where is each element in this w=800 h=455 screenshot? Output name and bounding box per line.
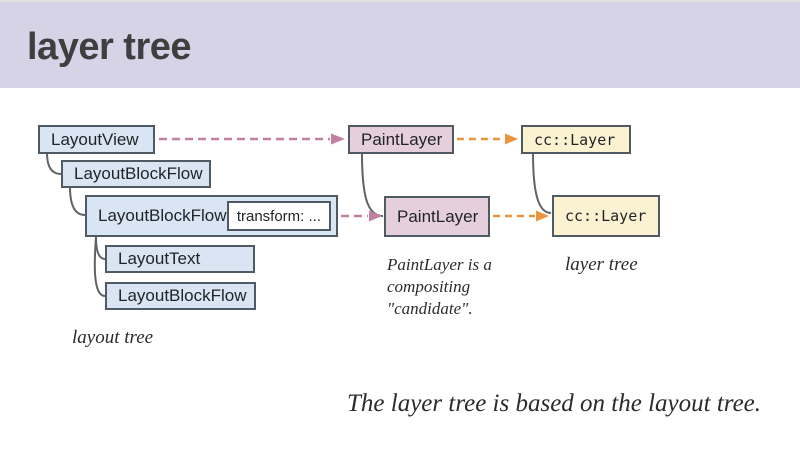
caption-layout-tree: layout tree — [72, 327, 154, 348]
slide-title: layer tree — [27, 26, 192, 68]
node-cc-layer-2: cc::Layer — [552, 195, 660, 237]
connector-paintlayer1-paintlayer2 — [361, 152, 384, 217]
arrowhead-paintlayer2-cclayer2 — [536, 210, 549, 222]
node-layout-block-flow-1: LayoutBlockFlow — [61, 160, 211, 188]
connector-lbf1-lbf2 — [69, 186, 86, 216]
node-layout-block-flow-3: LayoutBlockFlow — [105, 282, 256, 310]
node-paint-layer-1: PaintLayer — [348, 125, 454, 154]
node-layout-block-flow-2: LayoutBlockFlow transform: ... — [85, 195, 338, 237]
transform-badge: transform: ... — [226, 201, 331, 231]
node-cc-layer-1: cc::Layer — [521, 125, 631, 154]
connector-cclayer1-cclayer2 — [532, 152, 552, 214]
caption-paintlayer-note: PaintLayer is a compositing "candidate". — [387, 255, 492, 318]
arrowhead-layoutview-paintlayer — [331, 133, 345, 145]
node-layout-block-flow-2-label: LayoutBlockFlow — [98, 206, 227, 225]
node-layout-text: LayoutText — [105, 245, 255, 273]
caption-layer-tree: layer tree — [565, 254, 638, 275]
arrowhead-paintlayer1-cclayer1 — [505, 133, 518, 145]
node-paint-layer-2: PaintLayer — [384, 196, 490, 237]
connector-lbf2-layouttext — [95, 236, 106, 260]
node-layout-view: LayoutView — [38, 125, 155, 154]
arrowhead-lbf2-paintlayer2 — [369, 210, 382, 222]
connector-layoutview-lbf1 — [46, 152, 62, 175]
slide-header: layer tree — [0, 0, 800, 88]
connector-lbf2-lbf3 — [93, 236, 106, 297]
slide-note: The layer tree is based on the layout tr… — [347, 390, 762, 417]
